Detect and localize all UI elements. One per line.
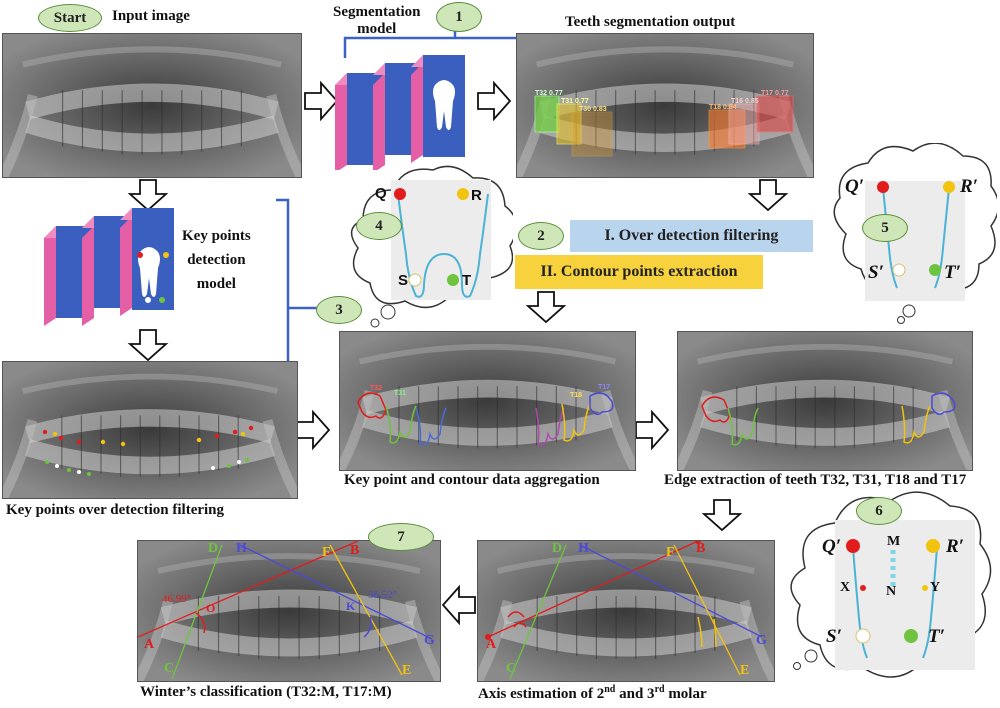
axis-letter-e: E [740,663,750,678]
axis-estimation-label: Axis estimation of 2nd and 3rd molar [478,684,707,702]
axis-letter-g: G [756,633,767,648]
seg-box-label: T31 0.77 [561,98,589,105]
contour-points-bar: II. Contour points extraction [515,255,763,289]
cloud4-q: Q [375,185,387,202]
cloud4-r: R [471,187,482,204]
kp-filter-label: Key points over detection filtering [6,502,225,518]
kp-filter-xray [2,361,298,499]
axis-letter-a: A [486,637,497,652]
step-2-badge: 2 [518,222,564,250]
over-detection-bar: I. Over detection filtering [570,220,813,252]
seg-output-label: Teeth segmentation output [565,14,736,30]
cloud-4 [350,165,513,328]
edge-extraction-label: Edge extraction of teeth T32, T31, T18 a… [664,472,967,488]
axis-estimation-xray: A B C D E F G H [477,540,775,682]
cloud6-y: Y [930,580,941,595]
step-7-badge: 7 [368,523,434,551]
cloud6-x: X [840,580,851,595]
axis-letter-b: B [696,541,706,556]
seg-box-label: T32 0.77 [535,90,563,97]
agg-tag: T32 [370,385,383,392]
winter-xray: A B C D E F G H O K 46.99° 36.52° [137,540,441,682]
axis-letter-f: F [666,545,675,560]
cloud5-s: S′ [868,262,884,283]
cloud4-t: T [462,272,472,289]
winter-letter-o: O [206,601,216,615]
cloud-6 [790,491,992,678]
winter-letter-k: K [346,599,356,613]
step-1-badge: 1 [436,2,482,32]
arrow-right-icon [477,80,512,122]
arrow-down-icon [525,291,567,324]
seg-output-xray: T32 0.77 T31 0.77 T30 0.83 T18 0.84 T16 … [516,33,814,178]
cloud4-s: S [398,272,409,289]
cloud6-t: T′ [928,626,945,647]
winter-label: Winter’s classification (T32:M, T17:M) [140,684,392,700]
arrow-right-icon [635,409,670,451]
agg-tag: T17 [598,384,611,391]
arrow-right-icon [304,80,339,122]
seg-box-label: T18 0.84 [709,104,737,111]
cloud6-n: N [886,584,897,599]
arrow-down-icon [127,329,169,362]
step-6-badge: 6 [856,497,902,525]
input-xray [2,33,302,178]
cloud6-m: M [887,534,901,549]
keypoint-model-icon [44,208,174,326]
arrow-down-icon [747,179,789,212]
aggregation-xray: T32 T31 T18 T17 [339,331,636,471]
step-3-badge: 3 [316,296,362,324]
winter-letter-g: G [424,633,435,648]
winter-letter-a: A [144,637,155,652]
cloud-5 [833,143,997,324]
aggregation-label: Key point and contour data aggregation [344,472,600,488]
winter-letter-c: C [164,661,175,676]
cloud5-q: Q′ [845,176,865,197]
winter-letter-f: F [322,545,331,560]
keypoint-model-label: Key points detection model [182,228,251,292]
agg-tag: T31 [394,390,407,397]
cloud5-t: T′ [944,262,961,283]
seg-box-label: T30 0.83 [579,106,607,113]
input-image-label: Input image [112,8,190,24]
cloud5-r: R′ [960,176,979,197]
segmentation-model-icon [335,55,465,170]
axis-letter-c: C [506,661,517,676]
angle-right: 36.52° [368,589,398,601]
cloud6-q: Q′ [822,536,842,557]
agg-tag: T18 [570,392,583,399]
arrow-down-icon [127,179,169,212]
angle-left: 46.99° [162,593,192,605]
start-badge: Start [38,4,102,32]
step-4-badge: 4 [356,212,402,240]
winter-letter-d: D [208,541,219,556]
cloud6-r: R′ [946,536,965,557]
seg-box-label: T17 0.77 [761,90,789,97]
winter-letter-h: H [236,541,247,556]
seg-box-label: T16 0.85 [731,98,759,105]
winter-letter-b: B [350,543,360,558]
edge-extraction-xray [677,331,973,471]
arrow-left-icon [441,584,476,626]
step-5-badge: 5 [862,214,908,242]
segmentation-model-label: Segmentation model [333,4,421,37]
axis-letter-d: D [552,541,563,556]
axis-letter-h: H [578,541,589,556]
cloud6-s: S′ [826,626,842,647]
arrow-right-icon [296,409,331,451]
winter-letter-e: E [402,663,412,678]
arrow-down-icon [701,499,743,532]
